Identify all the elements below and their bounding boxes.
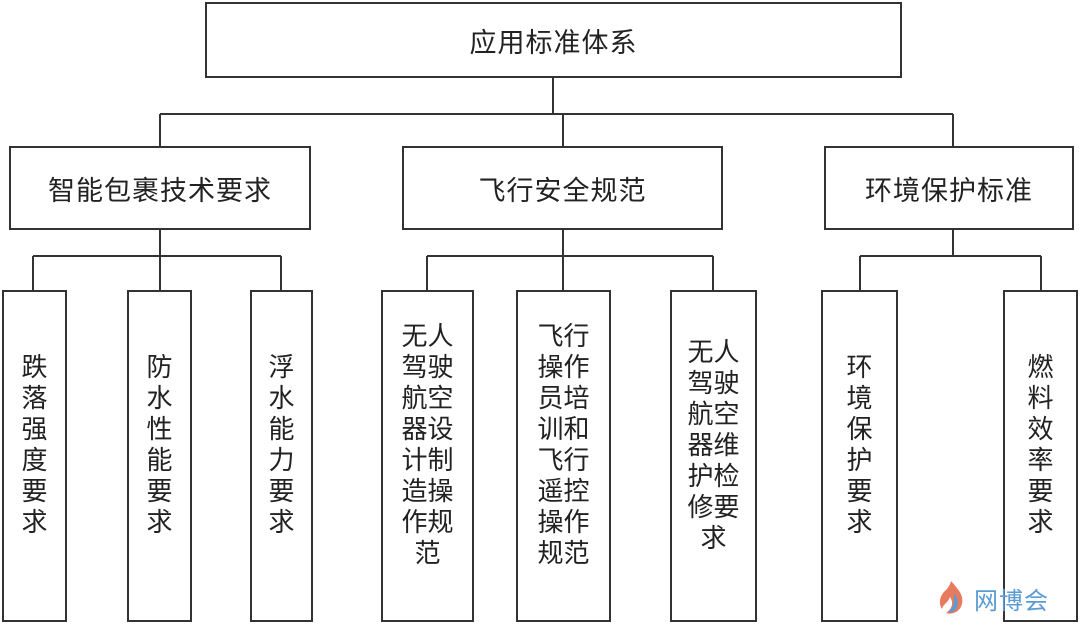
category-node-environment: 环境保护标准	[824, 146, 1074, 230]
category-node-label: 智能包裹技术要求	[48, 175, 272, 207]
leaf-node-label: 浮水能力要求	[268, 353, 295, 538]
leaf-node-waterproof: 防水性能要求	[127, 290, 192, 622]
leaf-node-fuel-efficiency: 燃料效率要求	[1003, 290, 1078, 622]
leaf-node-label: 跌落强度要求	[21, 353, 48, 538]
watermark-text: 网博会	[974, 586, 1049, 615]
category-node-label: 飞行安全规范	[478, 175, 647, 207]
root-node: 应用标准体系	[205, 2, 902, 78]
category-node-smart-package: 智能包裹技术要求	[9, 146, 311, 230]
leaf-node-environment-protection: 环境保护要求	[821, 290, 898, 622]
leaf-node-uav-maintenance: 无人驾驶航空器维护检修要求	[670, 290, 757, 622]
leaf-node-operator-training: 飞行操作员培训和飞行遥控操作规范	[516, 290, 611, 622]
leaf-node-label: 无人驾驶航空器设计制造操作规范	[401, 322, 454, 569]
leaf-node-label: 飞行操作员培训和飞行遥控操作规范	[537, 322, 590, 569]
leaf-node-buoyancy: 浮水能力要求	[250, 290, 313, 622]
category-node-flight-safety: 飞行安全规范	[402, 146, 723, 230]
root-node-label: 应用标准体系	[469, 27, 638, 59]
leaf-node-label: 无人驾驶航空器维护检修要求	[687, 337, 740, 554]
category-node-label: 环境保护标准	[865, 175, 1033, 207]
leaf-node-drop-strength: 跌落强度要求	[2, 290, 67, 622]
leaf-node-label: 防水性能要求	[146, 353, 173, 538]
watermark: 网博会	[934, 578, 1074, 618]
leaf-node-uav-design-manufacture: 无人驾驶航空器设计制造操作规范	[381, 290, 474, 622]
flame-logo-icon	[939, 581, 963, 614]
leaf-node-label: 燃料效率要求	[1027, 353, 1054, 538]
leaf-node-label: 环境保护要求	[846, 353, 873, 538]
